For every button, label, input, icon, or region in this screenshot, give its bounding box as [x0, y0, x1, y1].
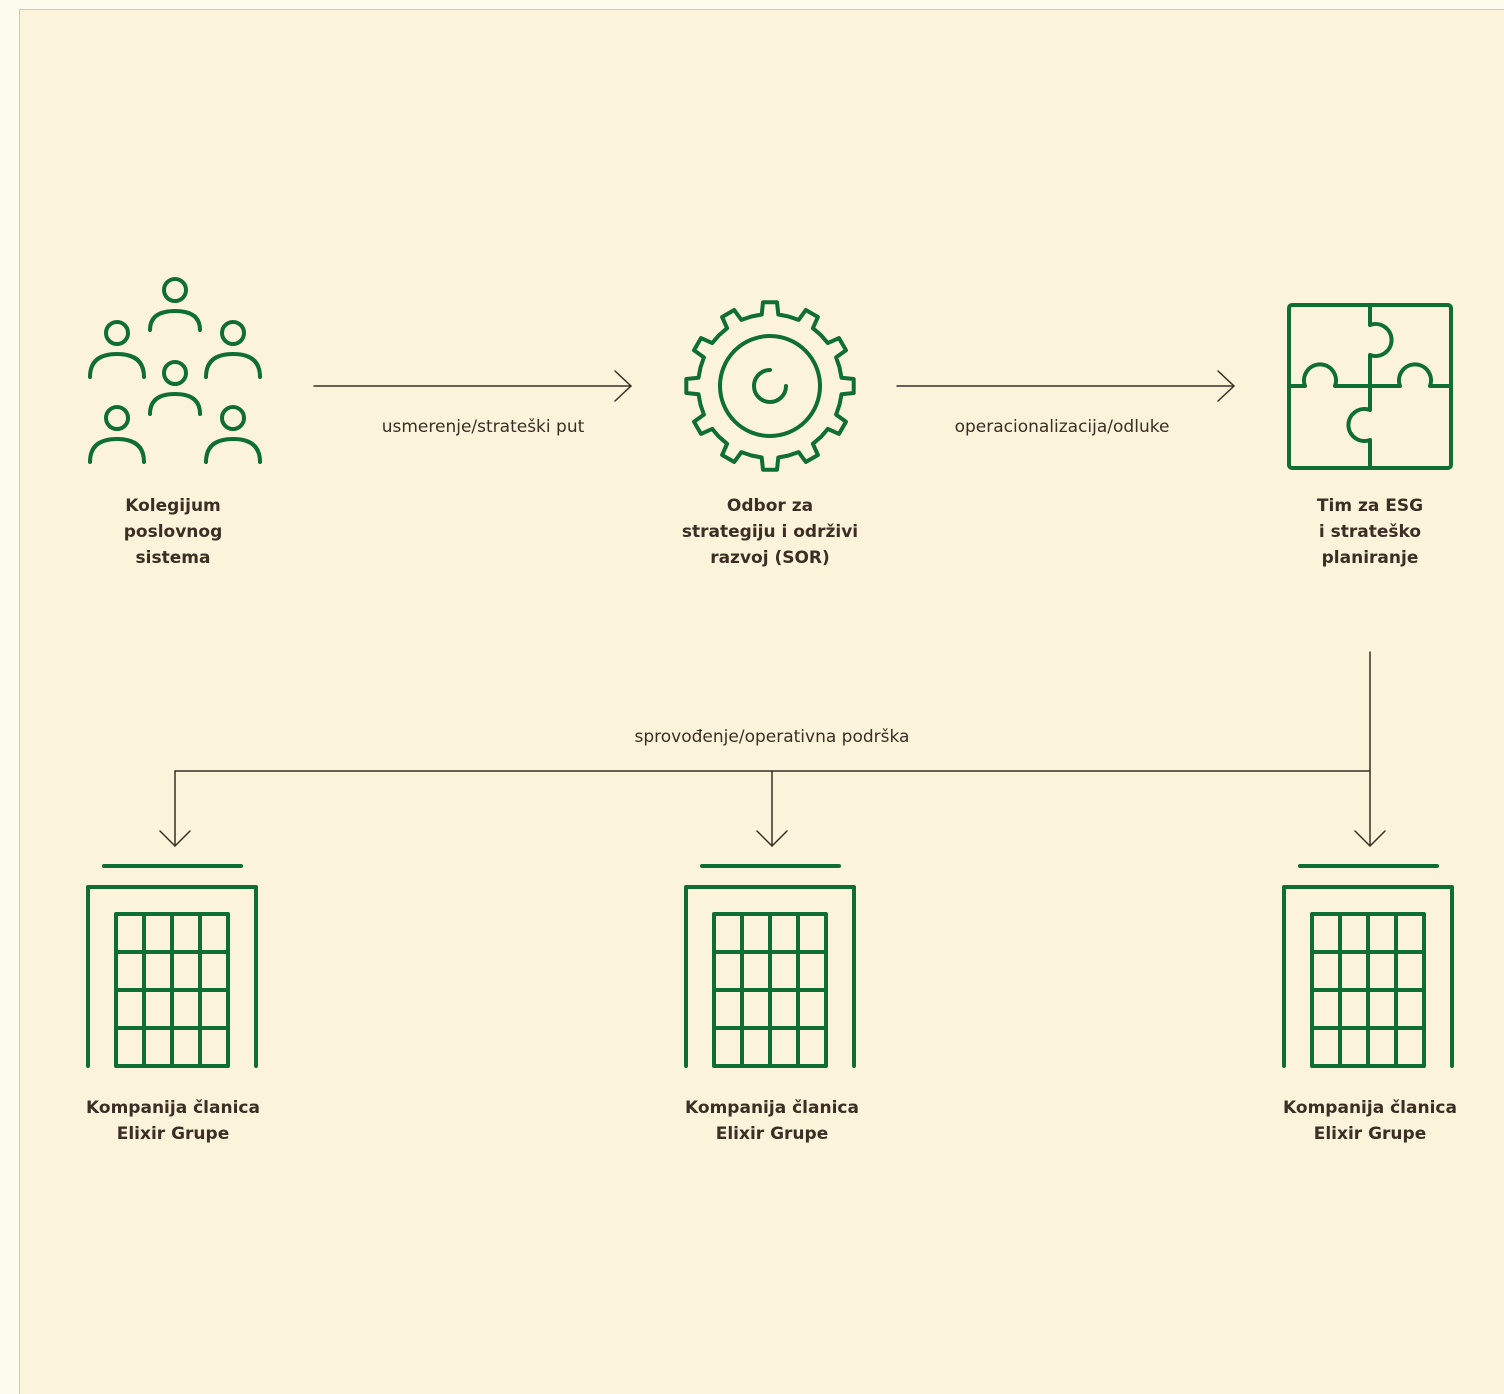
building-icon — [1282, 864, 1454, 1068]
arrow-team-to-companies — [159, 651, 1386, 847]
puzzle-icon — [1287, 303, 1453, 470]
building-icon — [86, 864, 258, 1068]
edge-label-operationalization: operacionalizacija/odluke — [954, 417, 1170, 437]
arrow-board-to-committee — [313, 370, 632, 402]
diagram-panel — [19, 9, 1504, 1394]
edge-label-strategic-direction: usmerenje/strateški put — [381, 417, 585, 437]
node-label-esg-team: Tim za ESG i strateško planiranje — [1316, 496, 1424, 568]
gear-icon — [684, 300, 856, 472]
node-label-company-3: Kompanija članica Elixir Grupe — [1283, 1098, 1457, 1144]
node-label-company-2: Kompanija članica Elixir Grupe — [685, 1098, 859, 1144]
node-label-committee: Odbor za strategiju i održivi razvoj (SO… — [681, 496, 859, 568]
people-group-icon — [88, 277, 262, 464]
node-label-company-1: Kompanija članica Elixir Grupe — [86, 1098, 260, 1144]
edge-label-implementation-support: sprovođenje/operativna podrška — [634, 727, 910, 747]
arrow-committee-to-team — [896, 370, 1235, 402]
building-icon — [684, 864, 856, 1068]
node-label-board: Kolegijum poslovnog sistema — [123, 496, 223, 568]
